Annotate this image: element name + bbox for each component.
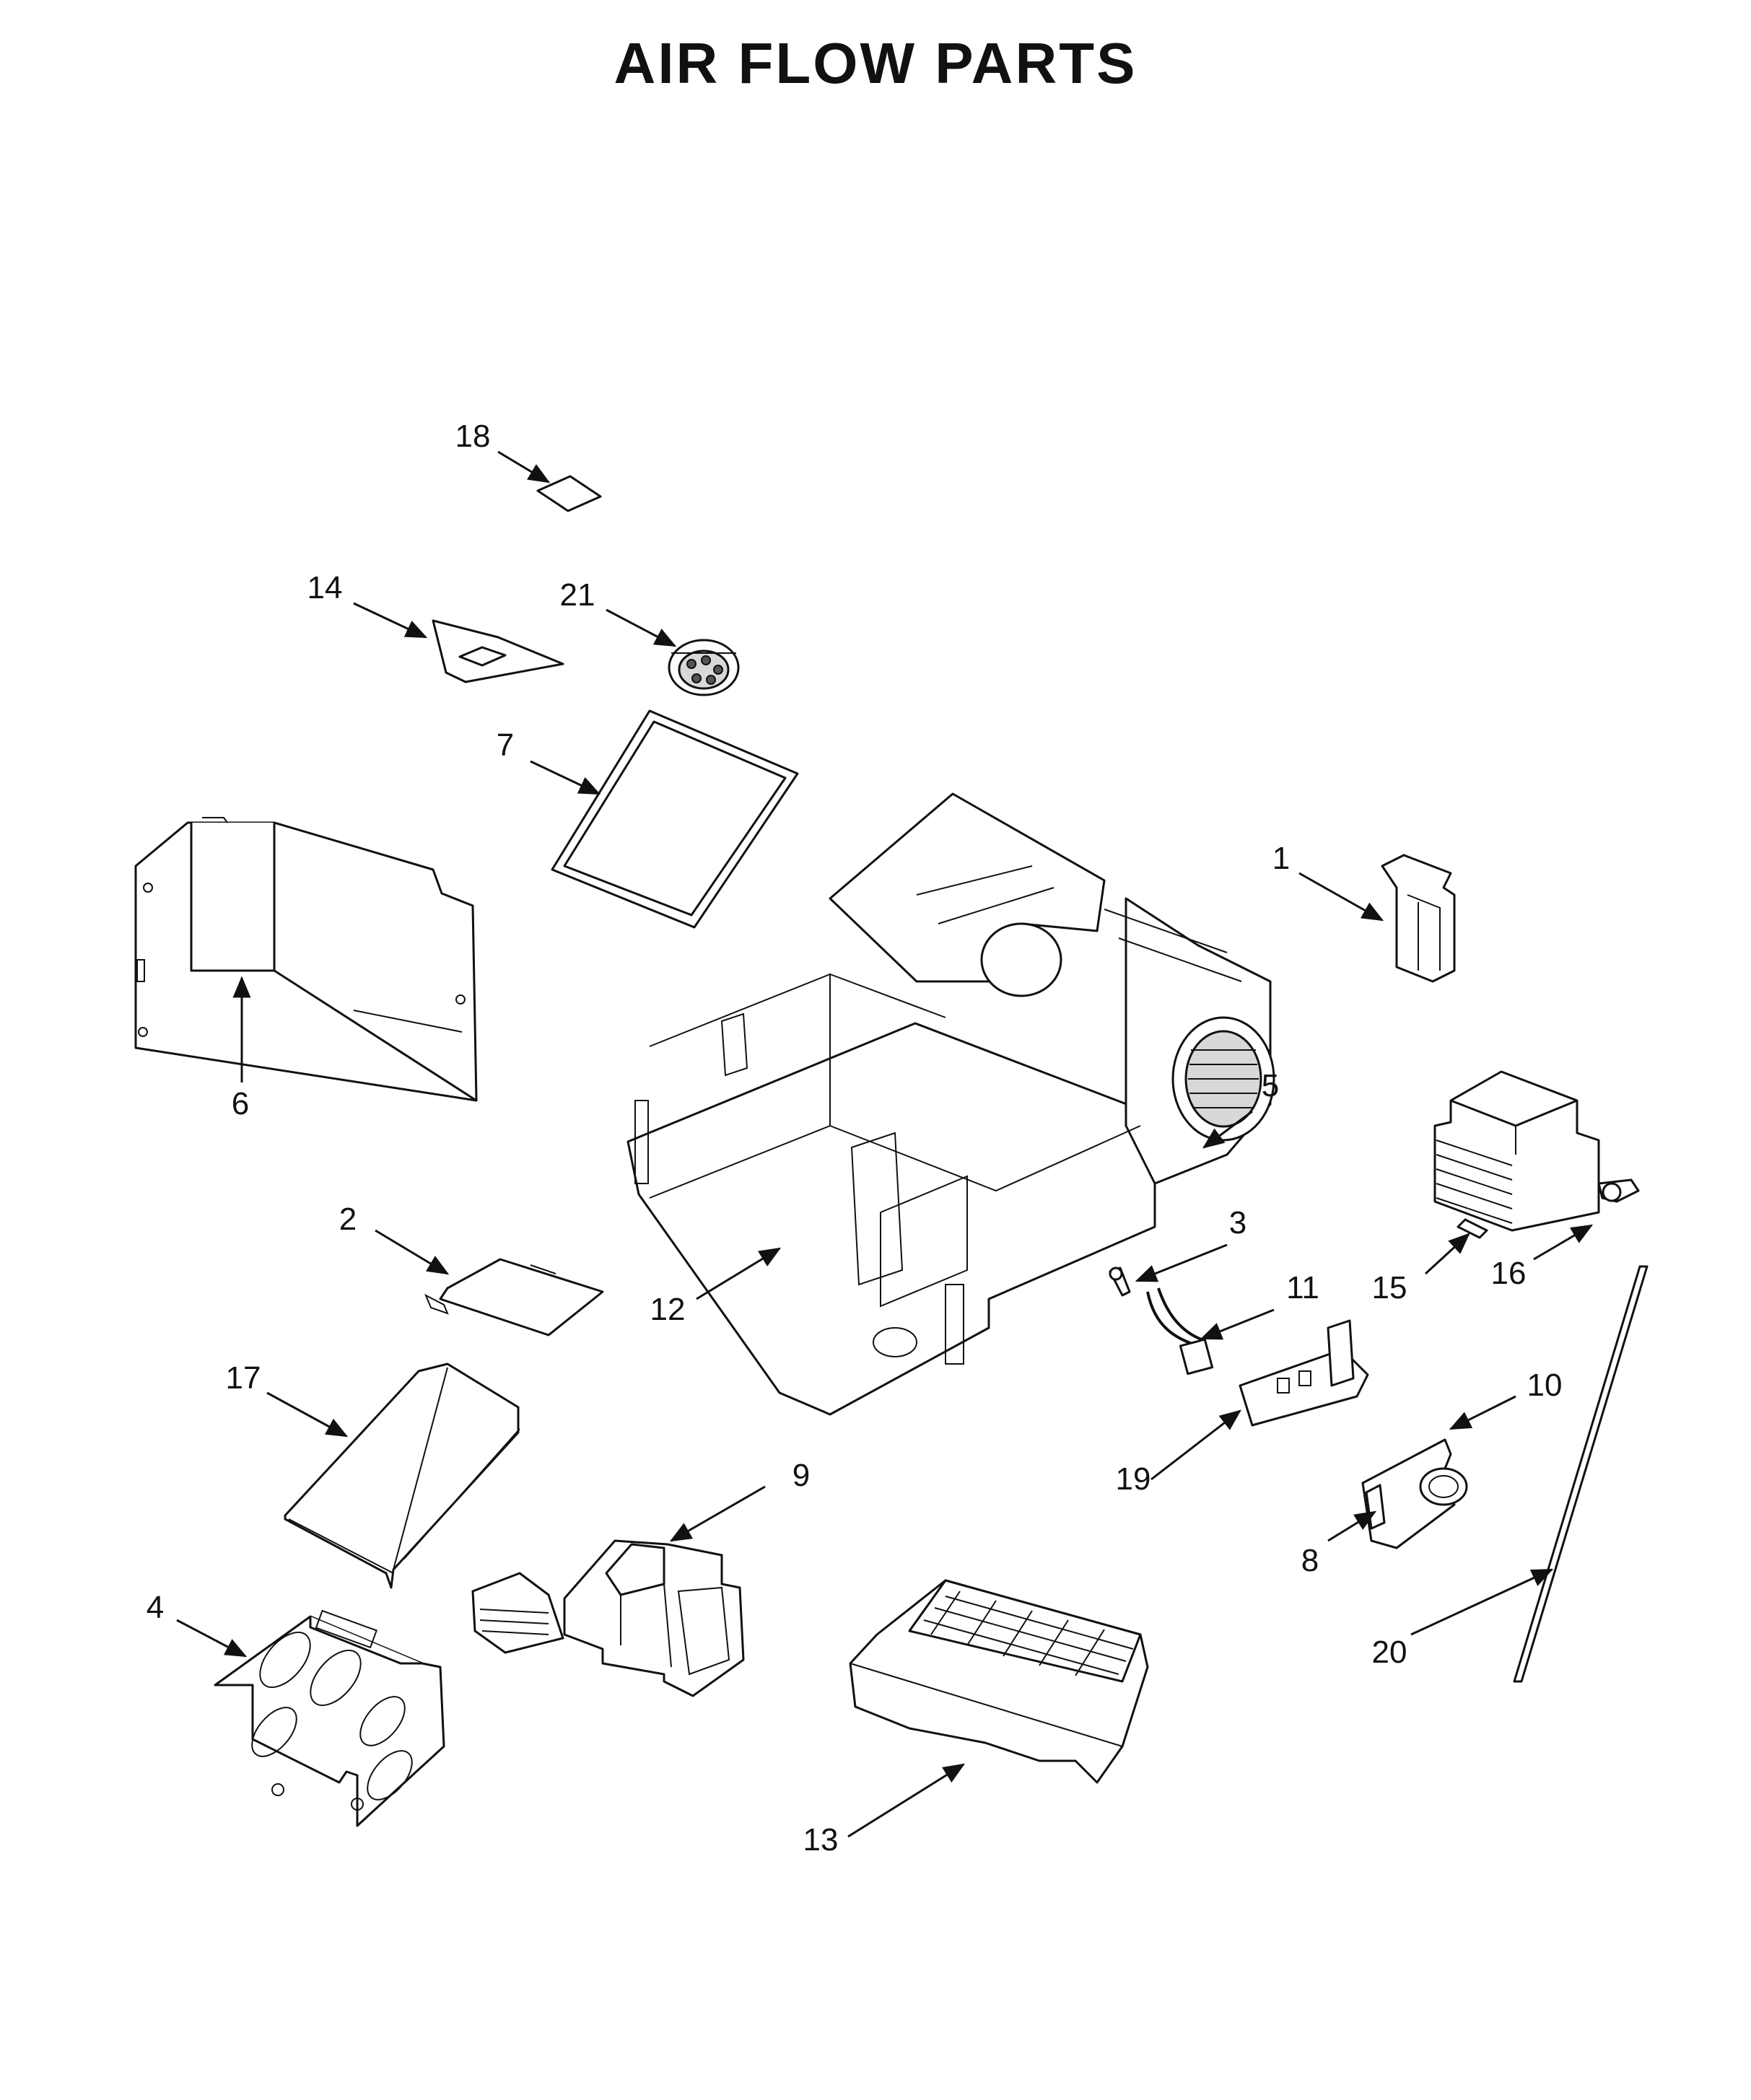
callout-6: 6 <box>231 1086 250 1121</box>
part-15-transformer <box>1433 1070 1600 1239</box>
part-6-shield <box>134 817 478 1102</box>
callout-11: 11 <box>1286 1270 1319 1305</box>
leader-4 <box>176 1619 248 1658</box>
callout-7: 7 <box>496 727 515 763</box>
leader-14 <box>353 602 428 639</box>
leader-9 <box>669 1485 766 1542</box>
leader-17 <box>266 1391 349 1438</box>
part-11-wire-harness <box>1146 1287 1214 1375</box>
part-3-connector <box>1109 1266 1131 1297</box>
leader-3 <box>1135 1243 1228 1282</box>
leader-10 <box>1449 1395 1516 1430</box>
leader-7 <box>530 760 601 795</box>
leader-20 <box>1410 1568 1554 1636</box>
leader-5 <box>1202 1110 1253 1149</box>
tray-perforations <box>923 1591 1134 1676</box>
callout-15: 15 <box>1371 1270 1407 1305</box>
callout-4: 4 <box>146 1590 165 1625</box>
part-1-bracket <box>1381 854 1456 983</box>
part-14-bracket <box>432 619 564 683</box>
part-7-filter <box>551 709 799 929</box>
part-13-tray <box>849 1579 1149 1784</box>
part-16-thermostat <box>1597 1178 1640 1203</box>
leader-8 <box>1327 1510 1377 1542</box>
part-9-duct <box>471 1539 745 1697</box>
callout-13: 13 <box>803 1822 839 1858</box>
callout-2: 2 <box>339 1202 357 1237</box>
callout-17: 17 <box>225 1360 261 1396</box>
leader-13 <box>847 1763 966 1838</box>
callout-9: 9 <box>792 1458 811 1493</box>
leader-11 <box>1200 1308 1275 1340</box>
callout-5: 5 <box>1261 1068 1280 1103</box>
part-18-pad <box>536 475 602 512</box>
callout-21: 21 <box>559 577 595 613</box>
leader-lines <box>176 450 1594 1838</box>
callout-1: 1 <box>1272 841 1291 876</box>
callout-16: 16 <box>1490 1256 1527 1291</box>
callout-19: 19 <box>1115 1461 1151 1497</box>
part-21-fan-motor <box>668 639 740 696</box>
callout-14: 14 <box>307 570 343 605</box>
part-2-plate <box>424 1258 604 1336</box>
part-17-cover <box>284 1362 520 1589</box>
part-12-base-housing <box>626 792 1275 1416</box>
callout-10: 10 <box>1527 1368 1563 1403</box>
callout-8: 8 <box>1301 1543 1319 1578</box>
leader-1 <box>1298 872 1384 922</box>
callout-3: 3 <box>1228 1205 1247 1241</box>
leader-21 <box>606 608 677 647</box>
part-10-switch-bracket <box>1361 1438 1468 1549</box>
part-20-rod <box>1513 1265 1649 1683</box>
leader-12 <box>696 1247 782 1300</box>
leader-16 <box>1533 1224 1594 1261</box>
part-4-bracket <box>214 1609 445 1827</box>
callout-20: 20 <box>1371 1635 1407 1670</box>
leader-2 <box>375 1229 450 1275</box>
diagram-title: AIR FLOW PARTS <box>613 31 1138 95</box>
callout-12: 12 <box>650 1292 686 1327</box>
leader-19 <box>1150 1409 1241 1481</box>
leader-15 <box>1424 1233 1470 1275</box>
callout-18: 18 <box>455 419 491 454</box>
leader-18 <box>497 450 551 484</box>
part-19-control-board <box>1239 1319 1369 1427</box>
